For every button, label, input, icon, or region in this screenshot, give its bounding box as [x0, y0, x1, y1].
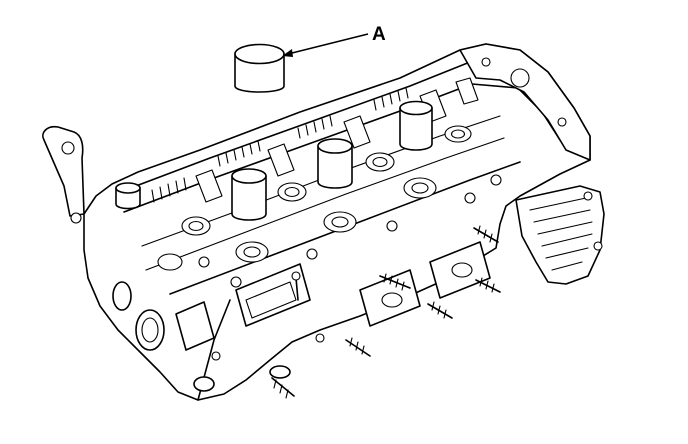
callout-a: A [282, 24, 386, 57]
stud-7 [291, 271, 301, 301]
stud-3 [475, 277, 501, 293]
callout-a-leader [287, 33, 369, 55]
stud-4 [473, 225, 499, 243]
valve-lifter-part-a [234, 43, 285, 93]
studs [271, 225, 501, 399]
cylinder-head-body [42, 43, 605, 401]
bracket-bolt-head [70, 212, 82, 224]
stud-6 [271, 377, 295, 399]
stud-5 [345, 337, 371, 357]
exhaust-face [359, 241, 491, 327]
stud-1 [379, 273, 411, 291]
valve-bores [157, 125, 472, 271]
front-bolts [198, 174, 502, 361]
installed-lifters [115, 100, 433, 221]
left-bracket [42, 125, 85, 217]
intake-ports [112, 263, 311, 392]
timing-end [459, 43, 591, 161]
stud-2 [427, 301, 453, 319]
right-cover-bracket [515, 185, 605, 285]
callout-a-label: A [372, 24, 386, 45]
rim-hatching [151, 87, 409, 203]
